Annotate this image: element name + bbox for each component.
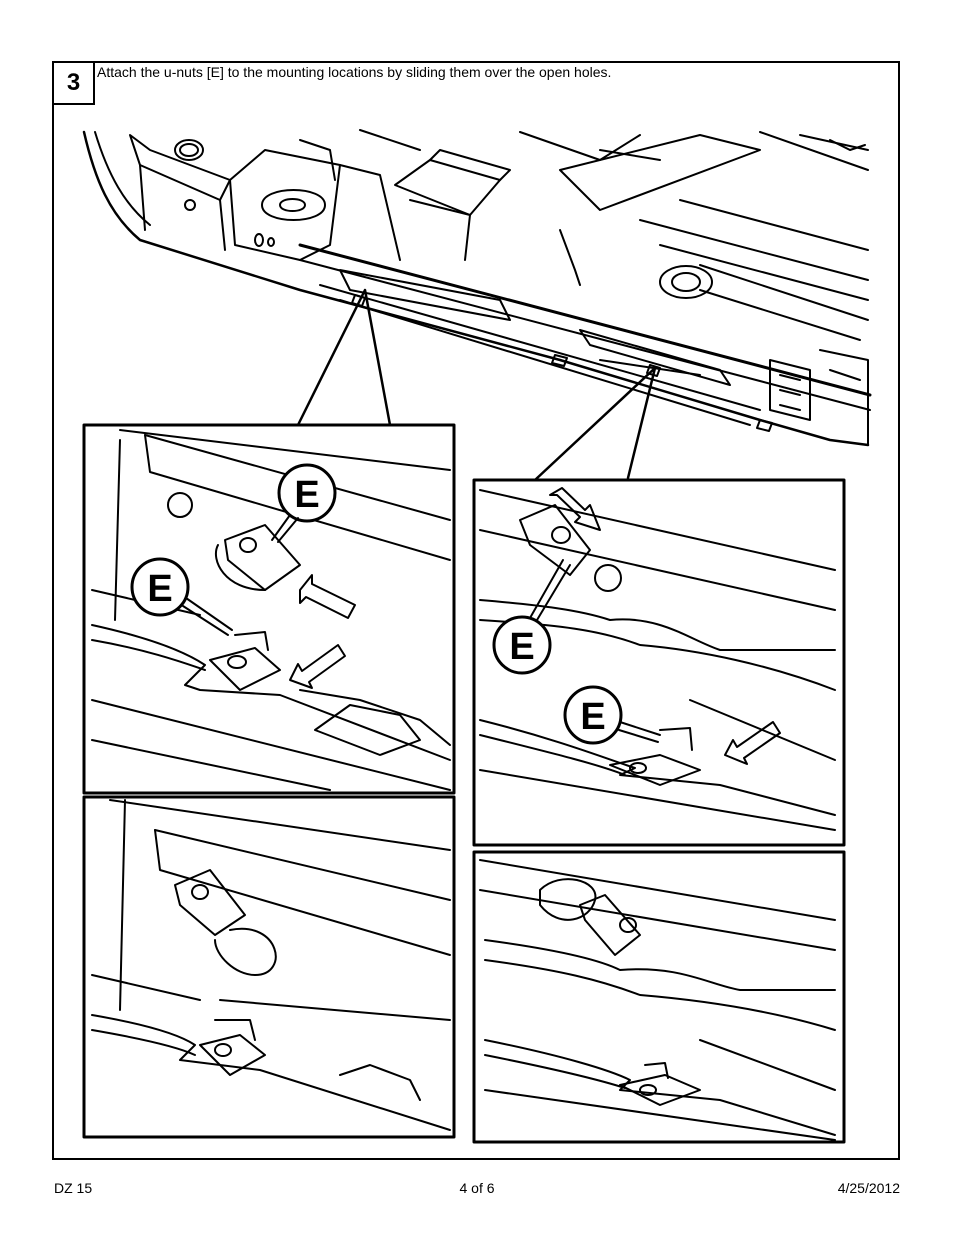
step-frame — [52, 61, 900, 1160]
callout-e-4: E — [580, 696, 605, 738]
vehicle-underbody-overview — [82, 129, 872, 447]
footer-date: 4/25/2012 — [837, 1180, 900, 1196]
callout-e-2: E — [147, 568, 172, 610]
step-number: 3 — [52, 61, 95, 105]
footer-document-id: DZ 15 — [54, 1180, 93, 1196]
callout-e-3: E — [509, 626, 534, 668]
step-instruction: Attach the u-nuts [E] to the mounting lo… — [97, 64, 612, 80]
callout-e-1: E — [294, 474, 319, 516]
footer-page-number: 4 of 6 — [459, 1180, 495, 1196]
